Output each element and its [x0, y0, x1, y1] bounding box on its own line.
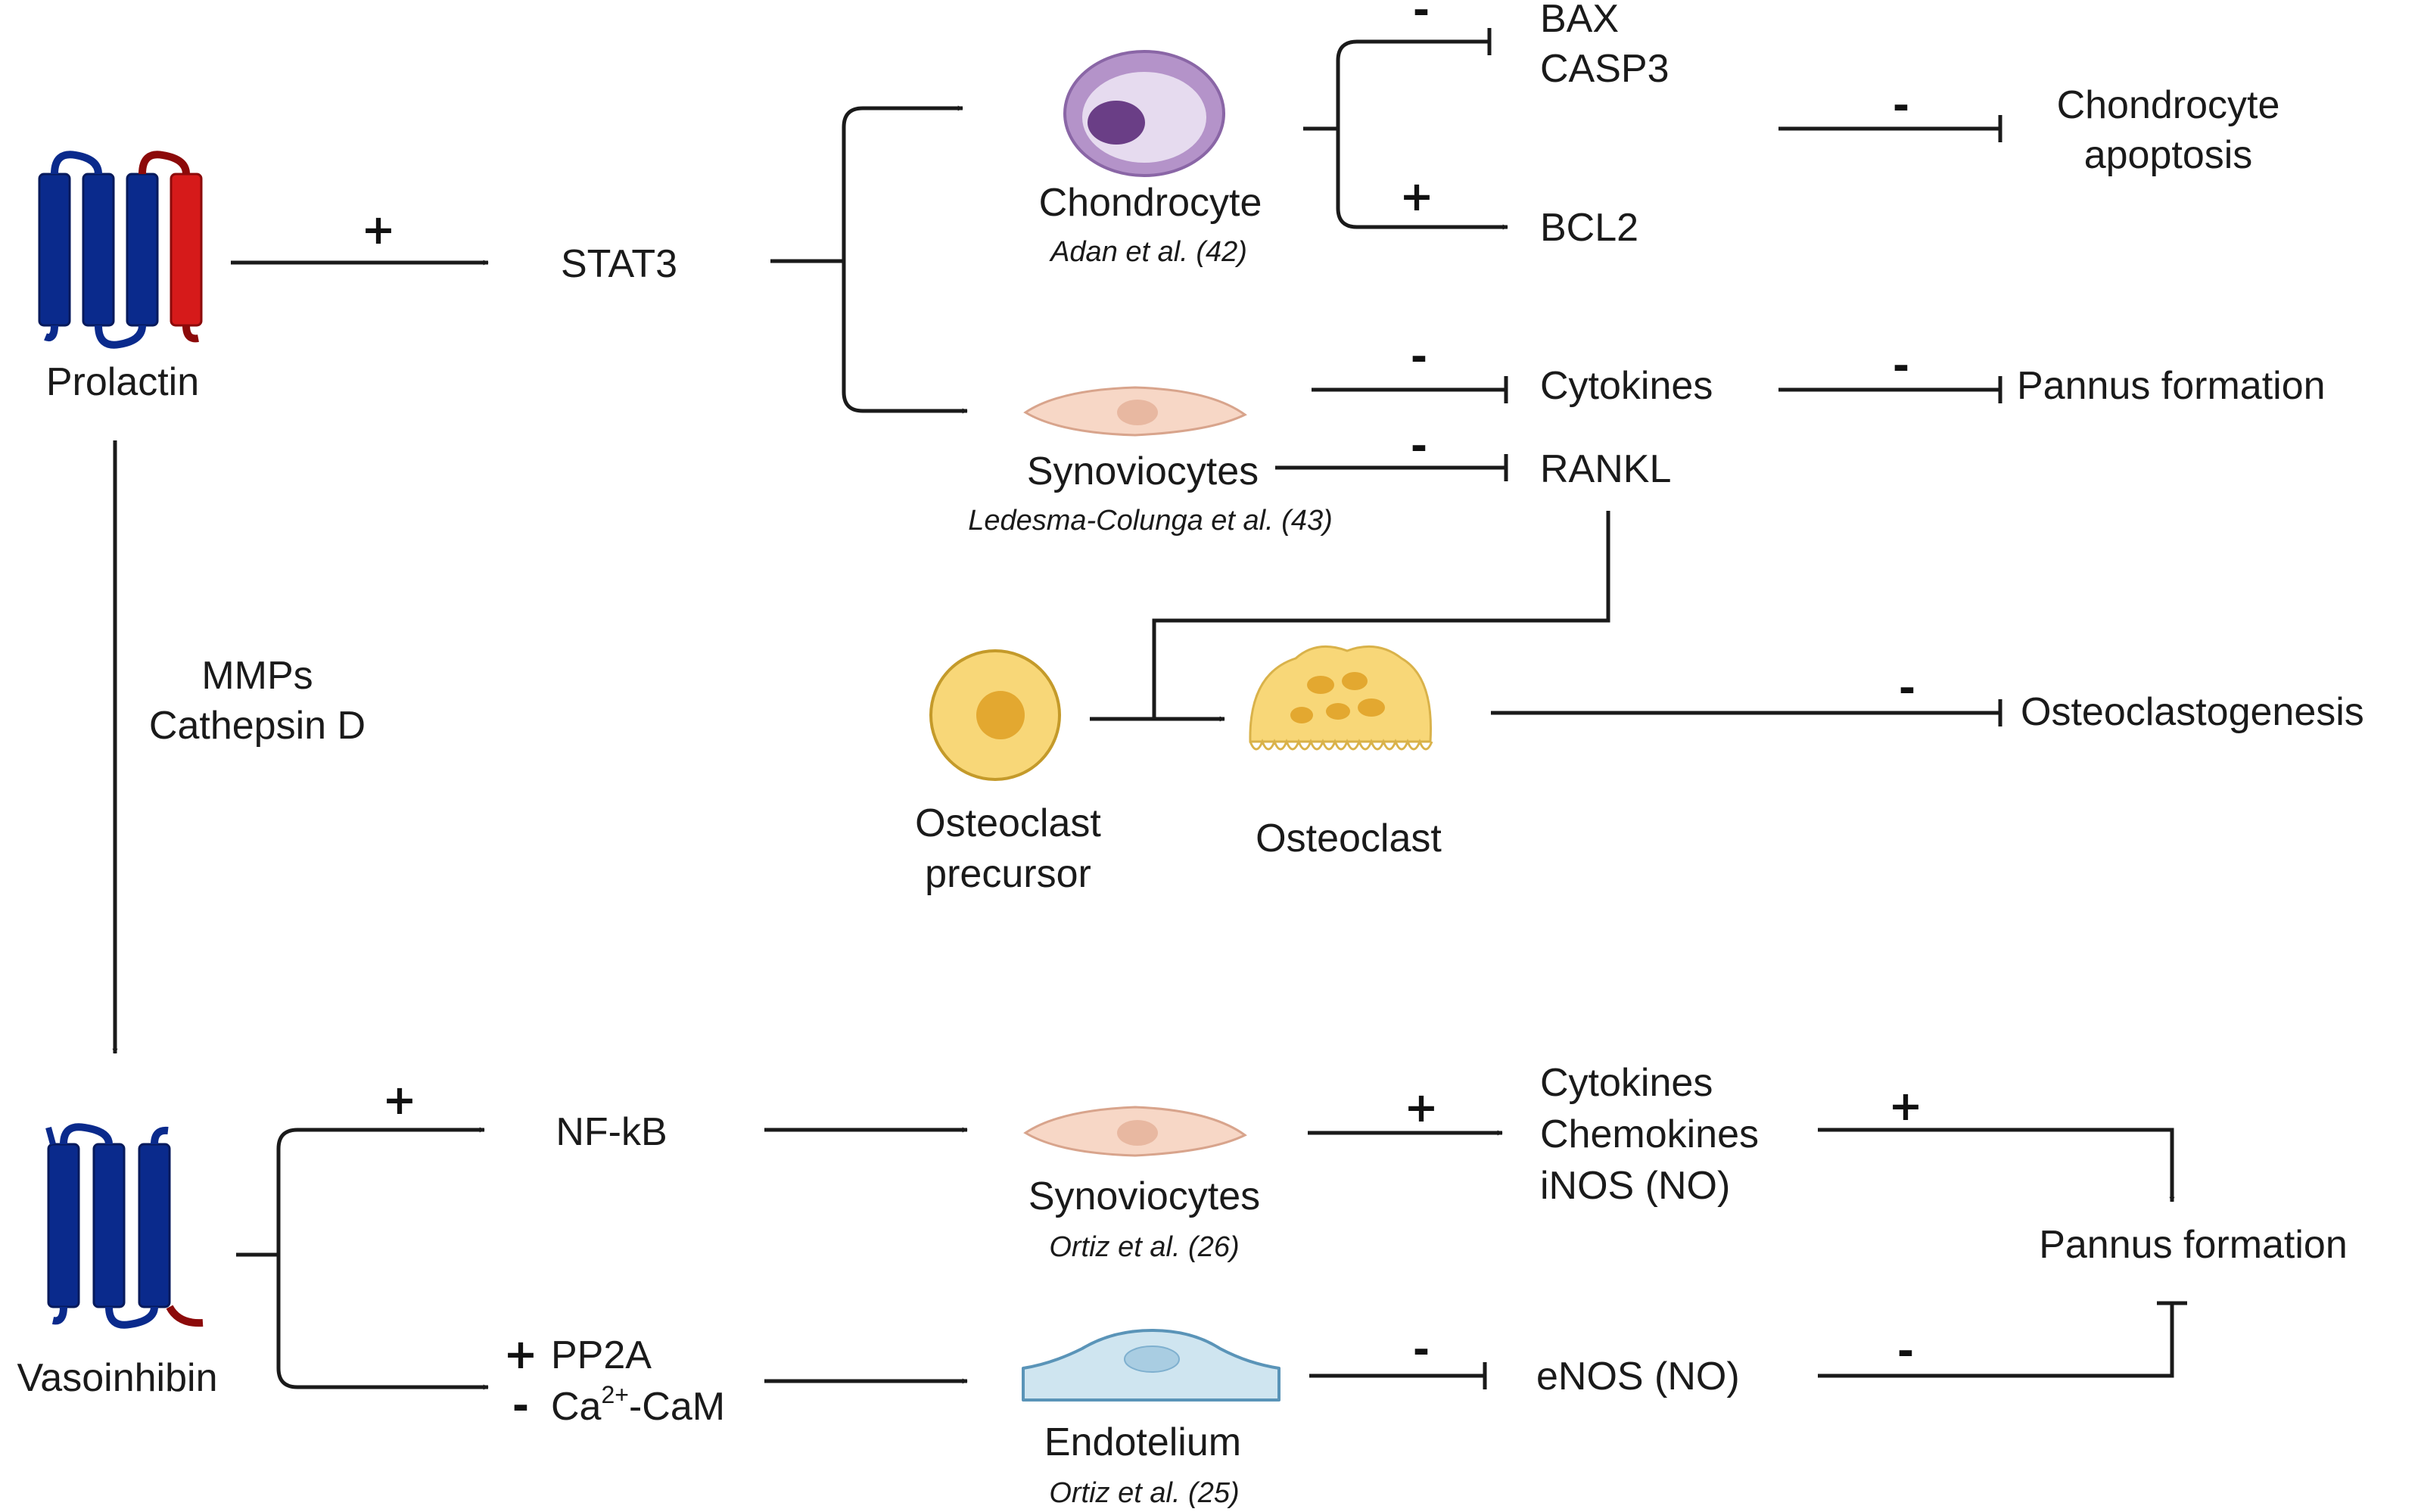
inhibit-pannus-bottom: [1818, 1303, 2174, 1378]
osteoclast-precursor-label-1: Osteoclast: [915, 801, 1101, 845]
osteoclast-precursor-cell-icon: [929, 649, 1061, 781]
vasoinhibin-label: Vasoinhibin: [17, 1356, 217, 1400]
synoviocytes-top-label: Synoviocytes: [1027, 450, 1259, 493]
arrow-bcl2: [1336, 129, 1508, 230]
endotelium-ref: Ortiz et al. (25): [1049, 1477, 1239, 1509]
vasoinhibin-receptor-icon: [45, 1123, 204, 1329]
chondrocyte-apoptosis-label-2: apoptosis: [2084, 133, 2253, 177]
pannus-bottom-label: Pannus formation: [2039, 1223, 2348, 1267]
stat3-label: STAT3: [561, 242, 677, 286]
osteoclastogenesis-label: Osteoclastogenesis: [2021, 690, 2364, 734]
chemokines-label: Chemokines: [1540, 1112, 1759, 1156]
bcl2-label: BCL2: [1540, 206, 1638, 250]
chondrocyte-ref: Adan et al. (42): [1049, 236, 1247, 268]
plus-sign: +: [1399, 173, 1433, 220]
chondrocyte-apoptosis-label-1: Chondrocyte: [2057, 83, 2280, 127]
minus-sign: -: [512, 1382, 529, 1430]
minus-sign: -: [1411, 422, 1427, 470]
nfkb-label: NF-kB: [555, 1110, 667, 1154]
synoviocytes-bottom-ref: Ortiz et al. (26): [1049, 1231, 1239, 1263]
rankl-label: RANKL: [1540, 447, 1671, 491]
chondrocyte-label: Chondrocyte: [1039, 181, 1262, 225]
minus-sign: -: [1411, 333, 1427, 381]
prolactin-receptor-icon: [38, 151, 203, 349]
pannus-top-label: Pannus formation: [2017, 364, 2326, 408]
inhibit-bax-casp3: [1303, 39, 1489, 131]
arrow-vasoinhibin-nfkb: [236, 1127, 485, 1257]
plus-sign: +: [503, 1330, 537, 1378]
mmps-label: MMPs: [201, 654, 313, 698]
chondrocyte-cell-icon: [1063, 50, 1225, 177]
cytokines-label: Cytokines: [1540, 364, 1713, 408]
minus-sign: -: [1897, 1327, 1914, 1375]
cathepsin-label: Cathepsin D: [149, 704, 366, 748]
osteoclast-label: Osteoclast: [1256, 817, 1442, 860]
inos-label: iNOS (NO): [1540, 1164, 1730, 1208]
minus-sign: -: [1893, 82, 1909, 129]
pp2a-label: PP2A: [551, 1333, 652, 1377]
minus-sign: -: [1893, 342, 1909, 390]
rankl-to-osteoclast-line: [1152, 511, 1610, 719]
minus-sign: -: [1899, 664, 1915, 712]
arrow-pannus-bottom: [1818, 1128, 2175, 1202]
ca-cam-label: Ca2+-CaM: [551, 1381, 725, 1429]
endotelium-label: Endotelium: [1044, 1420, 1241, 1464]
casp3-label: CASP3: [1540, 47, 1669, 91]
bax-label: BAX: [1540, 0, 1619, 41]
plus-sign: +: [382, 1076, 416, 1124]
plus-sign: +: [1404, 1084, 1438, 1131]
synoviocyte-cell-icon: [1023, 386, 1247, 437]
minus-sign: -: [1413, 1326, 1430, 1374]
prolactin-label: Prolactin: [46, 360, 199, 404]
plus-sign: +: [1888, 1082, 1922, 1130]
cytokines-b-label: Cytokines: [1540, 1061, 1713, 1105]
synoviocytes-bottom-label: Synoviocytes: [1028, 1174, 1260, 1218]
minus-sign: -: [1413, 0, 1430, 34]
osteoclast-precursor-label-2: precursor: [925, 852, 1091, 896]
enos-label: eNOS (NO): [1536, 1355, 1740, 1398]
endothelium-cell-icon: [1022, 1329, 1281, 1402]
arrow-vasoinhibin-pp2a: [276, 1255, 489, 1390]
plus-sign: +: [361, 206, 395, 254]
arrow-stat3-synoviocytes: [842, 261, 968, 414]
arrow-stat3-chondrocyte: [770, 105, 963, 263]
synoviocytes-top-ref: Ledesma-Colunga et al. (43): [968, 505, 1333, 537]
osteoclast-cell-icon: [1249, 645, 1433, 751]
synoviocyte-cell-icon: [1023, 1106, 1247, 1157]
